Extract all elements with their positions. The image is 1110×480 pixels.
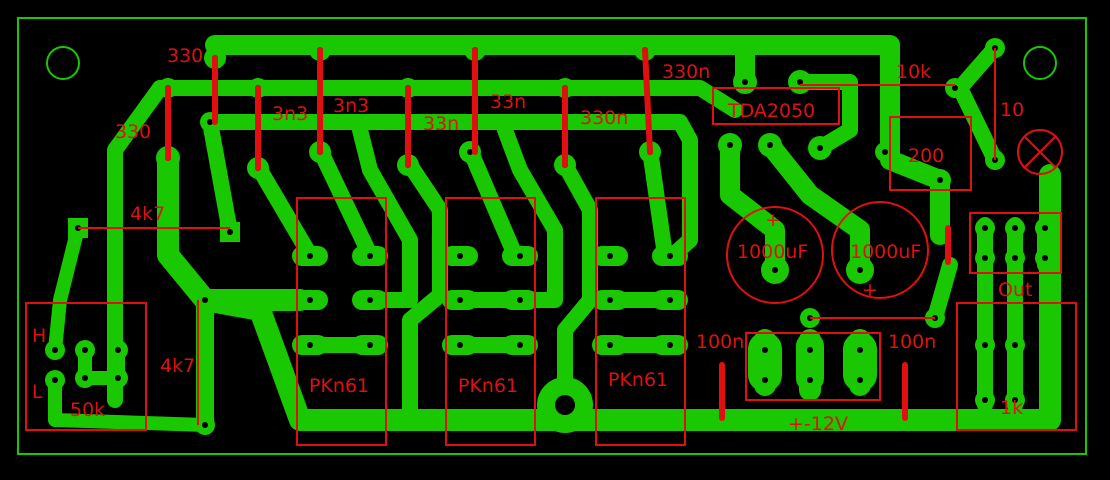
capacitor-outline [726,206,824,304]
connector-outline [745,332,881,401]
label-pot-l: L [32,381,43,403]
label-4k7-top: 4k7 [130,203,165,225]
trace [252,162,318,263]
label-switch-2: PKn61 [458,375,518,397]
ic-outline [712,87,840,125]
trace [352,122,418,308]
pad-oval [843,332,877,392]
label-supply: +-12V [788,413,848,435]
capacitor-outline [831,201,929,299]
board-edge [17,17,1087,455]
label-33n-b: 33n [490,91,526,113]
pot-outline [25,302,147,431]
trace [48,221,85,357]
feedback-bus [202,114,698,266]
copper-traces [48,35,1061,434]
trace [792,74,858,156]
ground-pad-hole [555,395,575,415]
label-1k: 1k [1000,397,1023,419]
label-r330-left: 330 [115,121,151,143]
label-ic: TDA2050 [727,100,815,122]
label-33n-a: 33n [423,113,459,135]
label-330n-a: 330n [580,107,628,129]
trace [78,343,125,385]
switch-outline [445,197,536,446]
label-10k: 10k [896,61,931,83]
trace [642,142,673,263]
trace [402,157,448,428]
trace [462,142,523,263]
label-cap1: 1000uF [737,241,808,263]
ground-pour [194,164,1061,431]
label-100n-left: 100n [696,331,744,353]
label-cap2: 1000uF [850,241,921,263]
label-4k7-mid: 4k7 [160,355,195,377]
label-pot-h: H [32,325,46,347]
pad-oval [748,332,782,392]
label-pot-value: 50k [70,399,105,421]
label-switch-3: PKn61 [608,369,668,391]
trace [952,80,1003,168]
pad-oval [796,332,824,392]
switch-outline [595,197,686,446]
label-switch-1: PKn61 [309,375,369,397]
mounting-hole [46,46,80,80]
component-link [642,47,653,155]
silkscreen: 330 330 3n3 3n3 33n 33n 330n 330n TDA205… [25,45,1077,446]
label-plus1: + [765,209,781,231]
trace [497,122,563,308]
label-plus2: + [862,279,878,301]
label-out: Out [998,279,1032,301]
lamp-icon [1017,129,1063,175]
trace [312,142,378,263]
label-10: 10 [1000,99,1024,121]
label-330n-b: 330n [662,61,710,83]
trace [48,373,212,432]
label-100n-right: 100n [888,331,936,353]
label-200: 200 [908,145,944,167]
resistor-outline [889,116,972,191]
lamp-icon [1023,135,1057,169]
trace [760,135,870,280]
trace [557,157,598,413]
resistor-outline [956,302,1077,431]
mounting-hole [1023,46,1057,80]
switch-outline [296,197,387,446]
label-r330-top: 330 [167,45,203,67]
label-3n3-a: 3n3 [272,103,308,125]
trace [202,114,238,240]
connector-outline [969,212,1062,274]
label-3n3-b: 3n3 [333,95,369,117]
